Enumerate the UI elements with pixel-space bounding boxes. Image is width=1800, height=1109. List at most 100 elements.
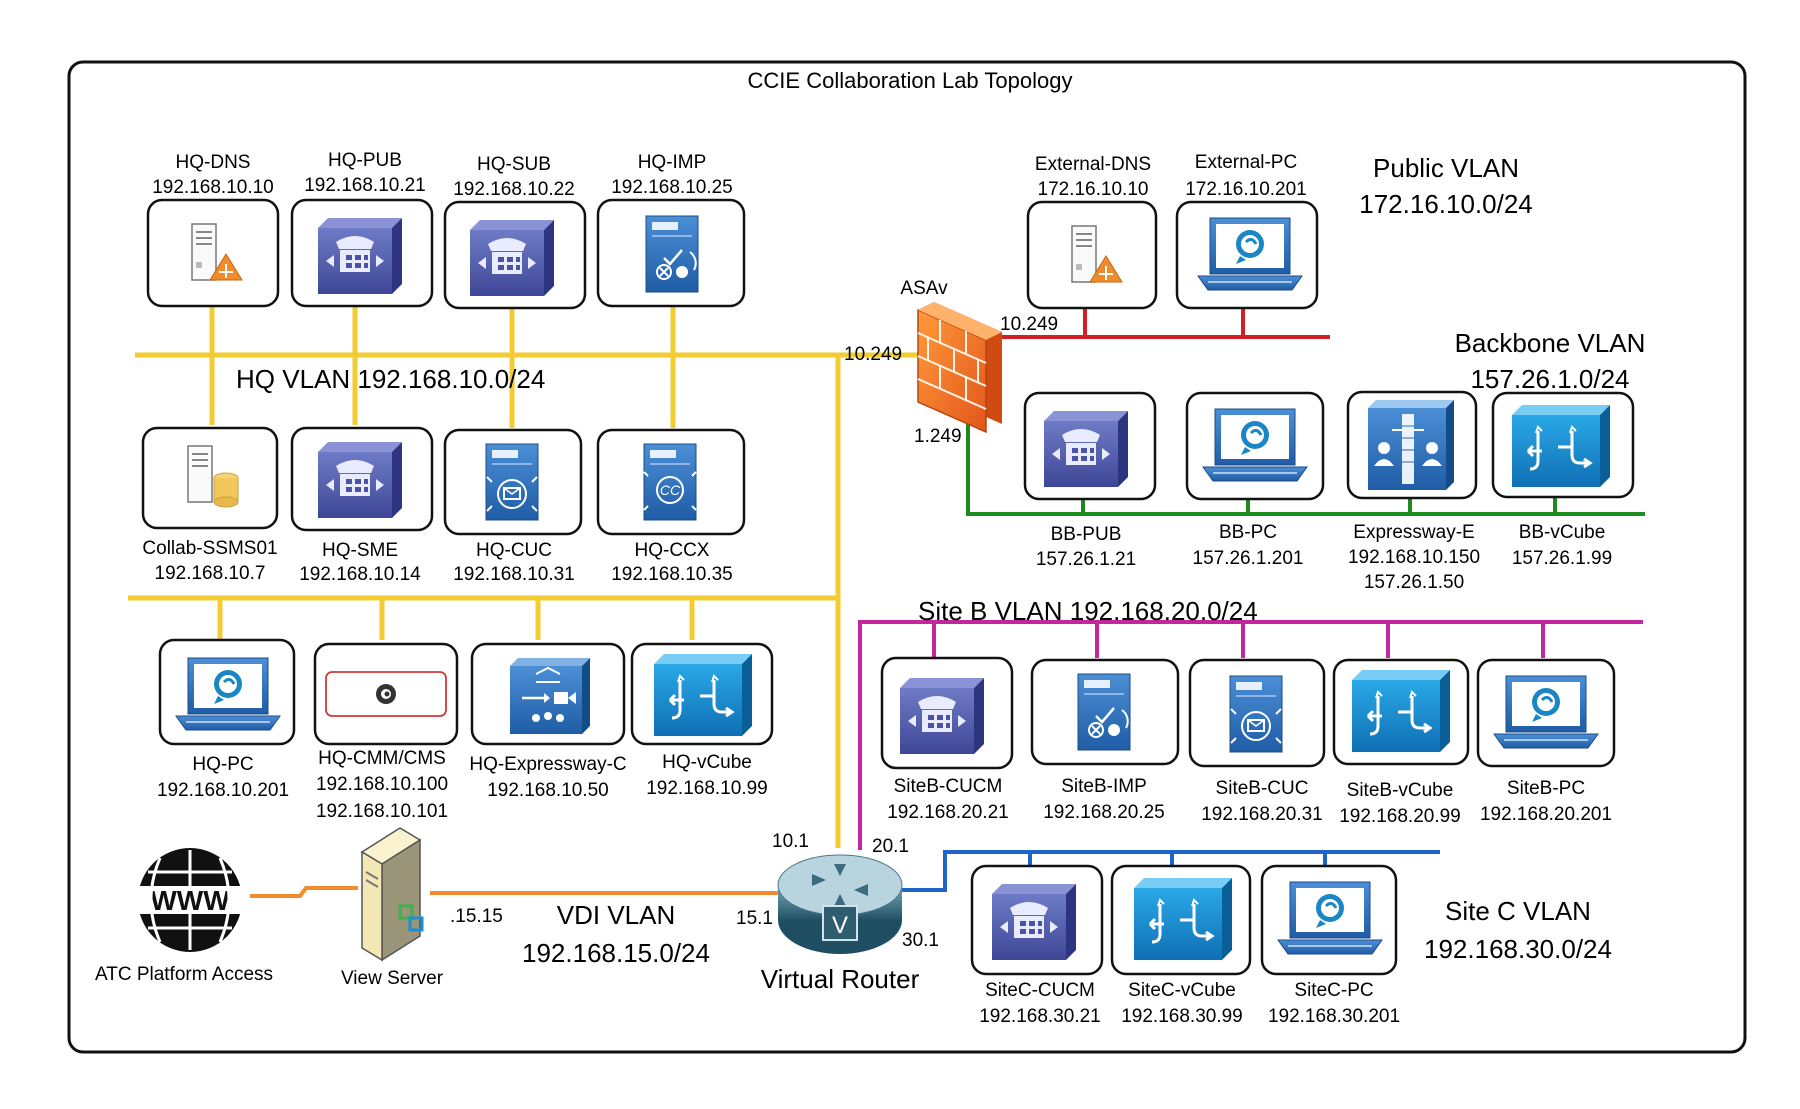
call-manager-icon bbox=[992, 884, 1076, 960]
hq-vlan-network bbox=[128, 305, 920, 848]
device-virtual-router[interactable]: V Virtual Router bbox=[761, 854, 920, 994]
device-ip: 192.168.10.50 bbox=[487, 780, 609, 801]
device-ip: 192.168.20.31 bbox=[1201, 804, 1323, 825]
port-label-router-vdi: 15.1 bbox=[736, 908, 773, 929]
device-hq-expressway-c[interactable]: HQ-Expressway-C 192.168.10.50 bbox=[469, 642, 627, 801]
device-expressway-e[interactable]: Expressway-E 192.168.10.150 157.26.1.50 bbox=[1346, 390, 1480, 593]
device-name: SiteB-PC bbox=[1507, 778, 1585, 799]
meeting-server-icon bbox=[325, 671, 447, 717]
vdi-vlan-network bbox=[245, 886, 798, 898]
device-hq-pub[interactable]: HQ-PUB 192.168.10.21 bbox=[290, 150, 434, 308]
device-siteb-cucm[interactable]: SiteB-CUCM 192.168.20.21 bbox=[880, 656, 1014, 823]
device-hq-cuc[interactable]: HQ-CUC 192.168.10.31 bbox=[443, 428, 583, 585]
device-ip: 192.168.10.14 bbox=[299, 564, 421, 585]
public-vlan-name: Public VLAN bbox=[1373, 153, 1519, 183]
device-name: HQ-CCX bbox=[635, 540, 710, 561]
unity-server-icon bbox=[1230, 676, 1282, 752]
device-hq-dns[interactable]: HQ-DNS 192.168.10.10 bbox=[146, 152, 280, 308]
siteB-vlan-network bbox=[858, 620, 1643, 850]
svg-text:V: V bbox=[832, 912, 848, 939]
call-manager-icon bbox=[318, 442, 402, 518]
device-bb-pc[interactable]: BB-PC 157.26.1.201 bbox=[1185, 391, 1325, 569]
device-name: HQ-CMM/CMS bbox=[318, 748, 446, 769]
device-name: External-DNS bbox=[1035, 154, 1151, 175]
laptop-jabber-icon bbox=[1196, 216, 1304, 292]
laptop-jabber-icon bbox=[1276, 880, 1384, 956]
device-sitec-pc[interactable]: SiteC-PC 192.168.30.201 bbox=[1260, 864, 1400, 1027]
device-external-dns[interactable]: External-DNS 172.16.10.10 bbox=[1026, 154, 1158, 310]
device-ip: 172.16.10.10 bbox=[1038, 179, 1149, 200]
globe-www-icon: WWW bbox=[130, 848, 250, 952]
device-ip: 192.168.30.99 bbox=[1121, 1006, 1243, 1027]
device-ip: 192.168.10.21 bbox=[304, 175, 426, 196]
view-server-icon bbox=[360, 827, 424, 962]
device-siteb-imp[interactable]: SiteB-IMP 192.168.20.25 bbox=[1030, 658, 1180, 823]
vdi-vlan-subnet: 192.168.15.0/24 bbox=[522, 938, 710, 968]
device-ip: 192.168.10.10 bbox=[152, 177, 274, 198]
device-sitec-vcube[interactable]: SiteC-vCube 192.168.30.99 bbox=[1110, 864, 1252, 1027]
device-www[interactable]: WWW ATC Platform Access bbox=[95, 848, 273, 985]
device-siteb-cuc[interactable]: SiteB-CUC 192.168.20.31 bbox=[1188, 658, 1326, 825]
device-name: SiteB-CUC bbox=[1216, 778, 1309, 799]
device-name: ASAv bbox=[900, 278, 948, 299]
device-ip-secondary: 192.168.10.101 bbox=[316, 801, 448, 822]
vcube-icon bbox=[652, 652, 754, 738]
device-bb-vcube[interactable]: BB-vCube 157.26.1.99 bbox=[1491, 391, 1635, 569]
siteC-vlan-name: Site C VLAN bbox=[1445, 896, 1591, 926]
device-ip: 172.16.10.201 bbox=[1185, 179, 1307, 200]
backbone-vlan-subnet: 157.26.1.0/24 bbox=[1470, 364, 1629, 394]
device-name: HQ-IMP bbox=[638, 152, 707, 173]
device-name: HQ-vCube bbox=[662, 752, 752, 773]
device-ip: 157.26.1.21 bbox=[1036, 549, 1136, 570]
device-ip: 157.26.1.201 bbox=[1193, 548, 1304, 569]
port-label-router-hq: 10.1 bbox=[772, 831, 809, 852]
laptop-jabber-icon bbox=[1492, 674, 1600, 750]
device-name: SiteB-IMP bbox=[1061, 776, 1147, 797]
contact-center-icon bbox=[644, 444, 696, 520]
device-name: HQ-SUB bbox=[477, 154, 551, 175]
device-ip: 192.168.30.21 bbox=[979, 1006, 1101, 1027]
device-name: Virtual Router bbox=[761, 964, 920, 994]
device-ip: 192.168.20.99 bbox=[1339, 806, 1461, 827]
vcube-icon bbox=[1510, 403, 1612, 489]
device-name: SiteC-PC bbox=[1294, 980, 1373, 1001]
device-hq-vcube[interactable]: HQ-vCube 192.168.10.99 bbox=[630, 642, 774, 799]
device-name: HQ-DNS bbox=[176, 152, 251, 173]
port-label-router-siteC: 30.1 bbox=[902, 930, 939, 951]
device-ip: 157.26.1.99 bbox=[1512, 548, 1612, 569]
svg-text:WWW: WWW bbox=[150, 885, 230, 916]
port-label-asa-backbone: 1.249 bbox=[914, 426, 962, 447]
device-name: SiteC-CUCM bbox=[985, 980, 1095, 1001]
device-asav[interactable]: ASAv bbox=[900, 278, 1002, 434]
vcube-icon bbox=[1132, 876, 1234, 962]
firewall-icon bbox=[917, 302, 1002, 434]
device-ip: 192.168.20.201 bbox=[1480, 804, 1612, 825]
device-siteb-pc[interactable]: SiteB-PC 192.168.20.201 bbox=[1476, 658, 1616, 825]
siteC-vlan-subnet: 192.168.30.0/24 bbox=[1424, 934, 1612, 964]
device-name: HQ-PC bbox=[192, 754, 253, 775]
device-name: View Server bbox=[341, 968, 444, 989]
device-external-pc[interactable]: External-PC 172.16.10.201 bbox=[1175, 152, 1319, 310]
device-hq-sub[interactable]: HQ-SUB 192.168.10.22 bbox=[443, 154, 587, 310]
device-bb-pub[interactable]: BB-PUB 157.26.1.21 bbox=[1023, 391, 1157, 570]
call-manager-icon bbox=[318, 218, 402, 294]
device-hq-pc[interactable]: HQ-PC 192.168.10.201 bbox=[157, 638, 296, 801]
device-collab-ssms01[interactable]: Collab-SSMS01 192.168.10.7 bbox=[141, 426, 279, 584]
device-name: SiteB-vCube bbox=[1347, 780, 1454, 801]
device-ip: 192.168.10.201 bbox=[157, 780, 289, 801]
device-name: BB-PUB bbox=[1051, 524, 1122, 545]
device-hq-ccx[interactable]: HQ-CCX 192.168.10.35 bbox=[596, 428, 746, 585]
device-view-server[interactable]: View Server bbox=[341, 827, 444, 989]
device-hq-cms[interactable]: HQ-CMM/CMS 192.168.10.100 192.168.10.101 bbox=[313, 642, 459, 822]
device-hq-sme[interactable]: HQ-SME 192.168.10.14 bbox=[290, 426, 434, 585]
presence-server-icon bbox=[1078, 674, 1130, 750]
laptop-jabber-icon bbox=[1201, 407, 1309, 483]
device-siteb-vcube[interactable]: SiteB-vCube 192.168.20.99 bbox=[1332, 658, 1470, 827]
device-sitec-cucm[interactable]: SiteC-CUCM 192.168.30.21 bbox=[970, 864, 1104, 1027]
device-ip: 192.168.10.22 bbox=[453, 179, 575, 200]
device-ip: 192.168.20.21 bbox=[887, 802, 1009, 823]
device-name: BB-vCube bbox=[1519, 522, 1606, 543]
device-hq-imp[interactable]: HQ-IMP 192.168.10.25 bbox=[596, 152, 746, 308]
siteB-vlan-label: Site B VLAN 192.168.20.0/24 bbox=[918, 596, 1258, 626]
diagram-frame bbox=[67, 60, 1747, 1054]
